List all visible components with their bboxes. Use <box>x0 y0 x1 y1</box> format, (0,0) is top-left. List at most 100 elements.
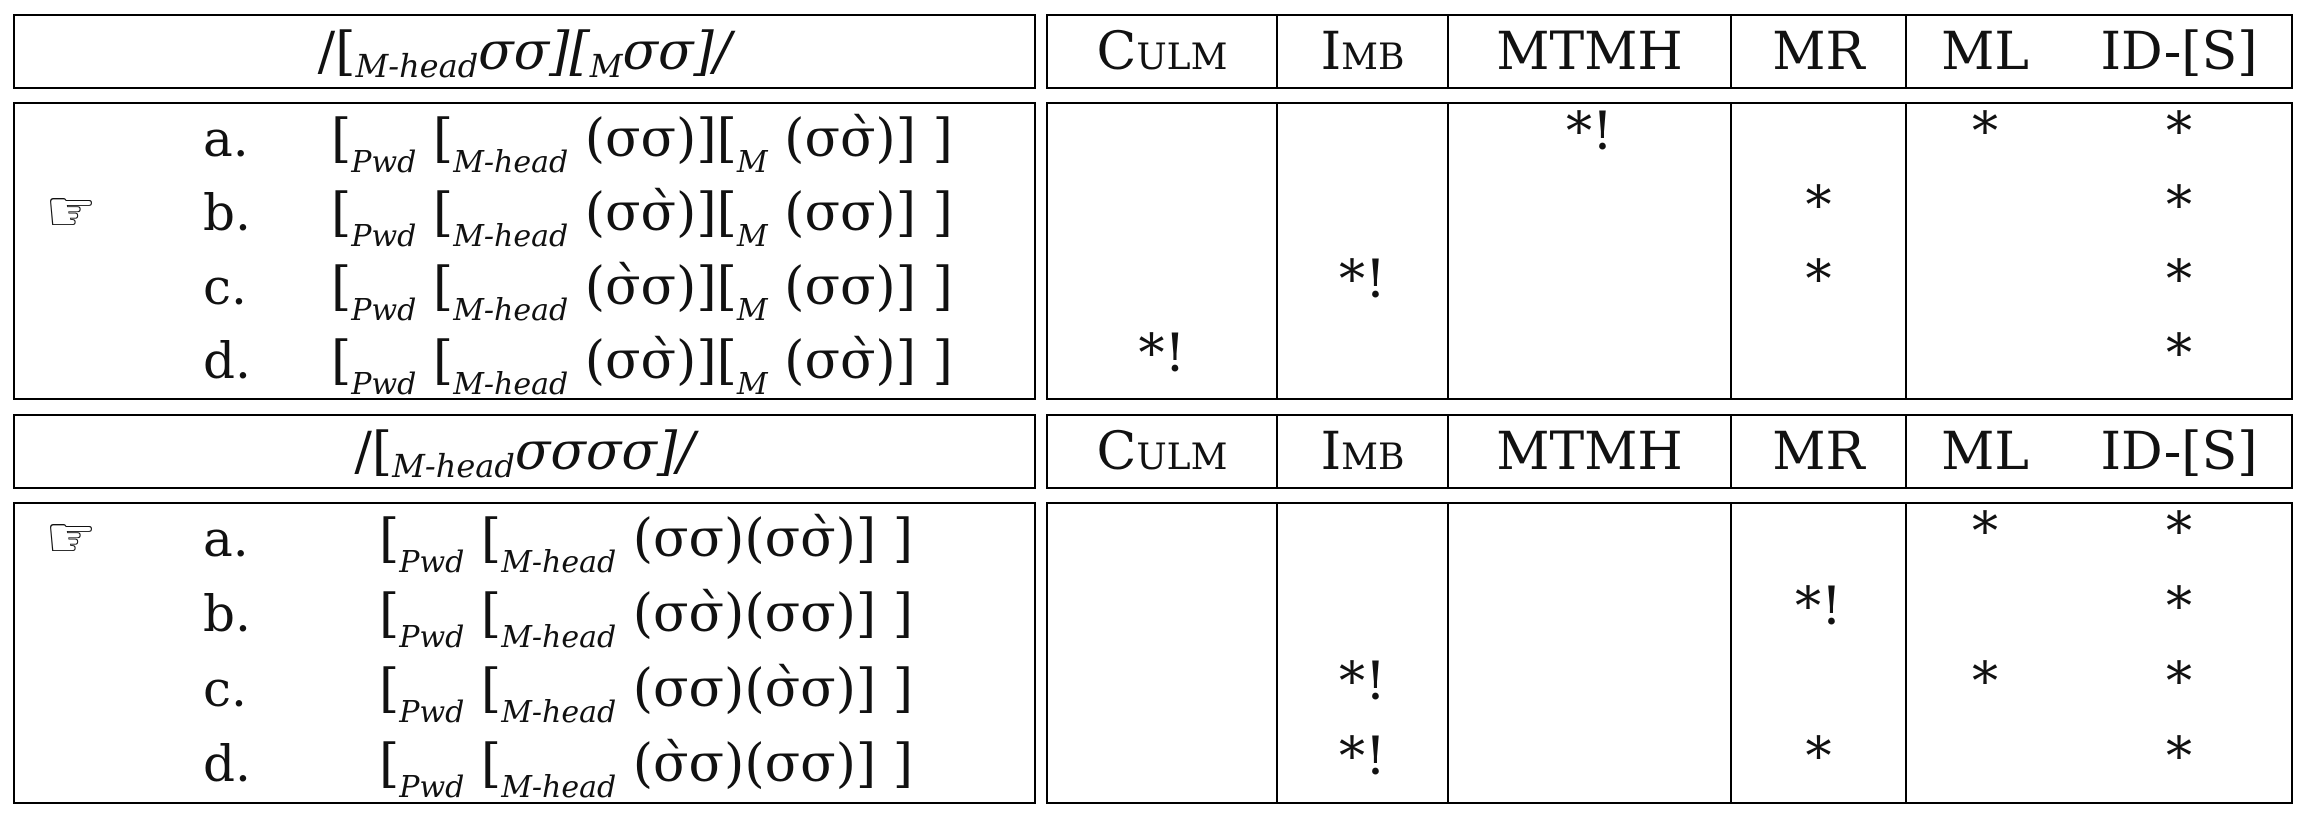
tableau2-input: /[M-head σσσσ]/ <box>354 421 695 485</box>
form-part: Pwd <box>351 367 417 402</box>
violation-mark-culm <box>1046 250 1278 324</box>
candidate-form: [Pwd [M-head (σσ)(σσ̀)] ] <box>379 502 913 580</box>
violation-mark-ml <box>1905 324 2065 398</box>
form-part: M <box>736 293 768 328</box>
header-imb: Imb <box>1320 421 1405 482</box>
form-part: M <box>736 219 768 254</box>
violation-mark-culm <box>1046 102 1278 176</box>
header-mr: MR <box>1772 421 1865 482</box>
candidate-form: [Pwd [M-head (σ̀σ)(σσ)] ] <box>379 727 913 805</box>
violation-mark-ml: * <box>1972 502 1998 562</box>
form-part: M <box>736 145 768 180</box>
form-part: M-head <box>453 293 569 328</box>
candidate-row: d. [Pwd [M-head (σσ̀)][M (σσ̀)] ] *! * <box>13 324 2293 402</box>
form-part: Pwd <box>399 620 465 655</box>
violation-mark-ml: * <box>1972 652 1998 712</box>
pointing-hand-icon: ☞ <box>45 177 97 245</box>
form-part: (σσ)(σ̀σ)] ] <box>616 659 913 719</box>
form-part: [ <box>379 509 400 569</box>
form-part: [ <box>464 734 502 794</box>
violation-mark-ml: * <box>1972 102 1998 162</box>
violation-mark-imb: *! <box>1339 652 1386 712</box>
form-part: [ <box>464 659 502 719</box>
candidate-label: d. <box>203 735 251 793</box>
violation-mark-culm <box>1046 727 1278 801</box>
violation-mark-culm <box>1046 577 1278 651</box>
violation-mark-ml <box>1905 727 2065 801</box>
candidate-form: [Pwd [M-head (σσ̀)][M (σσ̀)] ] <box>331 324 953 402</box>
form-part: [ <box>416 109 454 169</box>
violation-mark-id: * <box>2166 250 2192 310</box>
candidate-row: b.[Pwd [M-head (σσ̀)(σσ)] ]*!* <box>13 577 2293 655</box>
tableau2-header: /[M-head σσσσ]/ Culm Imb MTMH MR ML ID-[… <box>13 414 2293 489</box>
header-imb: Imb <box>1320 21 1405 82</box>
violation-mark-id: * <box>2166 652 2192 712</box>
violation-mark-id: * <box>2166 324 2192 384</box>
violation-mark-imb <box>1276 102 1449 176</box>
header-id-s: ID-[S] <box>2100 21 2258 82</box>
header-mtmh: MTMH <box>1496 21 1683 82</box>
candidate-form: [Pwd [M-head (σσ)][M (σσ̀)] ] <box>331 102 953 180</box>
form-part: Pwd <box>351 293 417 328</box>
violation-mark-culm: *! <box>1138 324 1186 384</box>
violation-mark-mr <box>1730 102 1907 176</box>
form-part: [ <box>416 331 454 391</box>
form-part: [ <box>464 509 502 569</box>
candidate-label: a. <box>203 110 249 168</box>
tableau1-input: /[M-head σσ][M σσ]/ <box>317 21 732 85</box>
tableau1-body: a.[Pwd [M-head (σσ)][M (σσ̀)] ]*!**☞b.[P… <box>13 102 2293 402</box>
header-ml: ML <box>1941 21 2029 82</box>
form-part: [ <box>464 584 502 644</box>
violation-mark-imb <box>1276 577 1449 651</box>
form-part: Pwd <box>399 695 465 730</box>
violation-mark-mr: * <box>1805 250 1832 310</box>
form-part: M-head <box>453 219 569 254</box>
violation-mark-id: * <box>2166 502 2192 562</box>
violation-mark-mr: *! <box>1795 577 1842 637</box>
violation-mark-ml <box>1905 250 2065 324</box>
form-part: Pwd <box>351 219 417 254</box>
form-part: (σσ)][ <box>568 109 737 169</box>
candidate-label: b. <box>203 184 251 242</box>
candidate-row: d.[Pwd [M-head (σ̀σ)(σσ)] ]*!** <box>13 727 2293 805</box>
violation-mark-mtmh: *! <box>1566 102 1613 162</box>
candidate-row: c.[Pwd [M-head (σσ)(σ̀σ)] ]*!** <box>13 652 2293 730</box>
violation-mark-imb <box>1276 176 1449 250</box>
candidate-label: c. <box>203 258 247 316</box>
form-part: (σσ̀)(σσ)] ] <box>616 584 913 644</box>
form-part: M-head <box>501 545 617 580</box>
form-part: (σσ̀)][ <box>568 183 737 243</box>
violation-mark-mtmh <box>1447 502 1732 576</box>
candidate-form: [Pwd [M-head (σ̀σ)][M (σσ)] ] <box>331 250 953 328</box>
tableau2-body: ☞a.[Pwd [M-head (σσ)(σσ̀)] ]**b.[Pwd [M-… <box>13 502 2293 805</box>
form-part: (σσ̀)] ] <box>767 109 953 169</box>
candidate-label: c. <box>203 660 247 718</box>
form-part: (σσ)(σσ̀)] ] <box>616 509 913 569</box>
form-part: [ <box>331 109 352 169</box>
violation-mark-imb <box>1276 324 1449 398</box>
form-part: (σ̀σ)(σσ)] ] <box>616 734 913 794</box>
form-part: M-head <box>501 770 617 805</box>
form-part: Pwd <box>351 145 417 180</box>
violation-mark-ml <box>1905 577 2065 651</box>
violation-mark-mtmh <box>1447 652 1732 726</box>
violation-mark-id: * <box>2166 577 2192 637</box>
violation-mark-imb <box>1276 502 1449 576</box>
form-part: (σσ)] ] <box>767 257 953 317</box>
candidate-label: d. <box>203 332 251 390</box>
violation-mark-id: * <box>2166 102 2192 162</box>
form-part: [ <box>379 734 400 794</box>
form-part: [ <box>331 183 352 243</box>
violation-mark-culm <box>1046 652 1278 726</box>
form-part: [ <box>379 659 400 719</box>
form-part: (σσ̀)][ <box>568 331 737 391</box>
form-part: (σσ)] ] <box>767 183 953 243</box>
violation-mark-mr <box>1730 652 1907 726</box>
violation-mark-mtmh <box>1447 176 1732 250</box>
violation-mark-mtmh <box>1447 324 1732 398</box>
pointing-hand-icon: ☞ <box>45 503 97 571</box>
form-part: M-head <box>501 695 617 730</box>
form-part: (σ̀σ)][ <box>568 257 737 317</box>
form-part: [ <box>331 257 352 317</box>
violation-mark-imb: *! <box>1339 250 1386 310</box>
